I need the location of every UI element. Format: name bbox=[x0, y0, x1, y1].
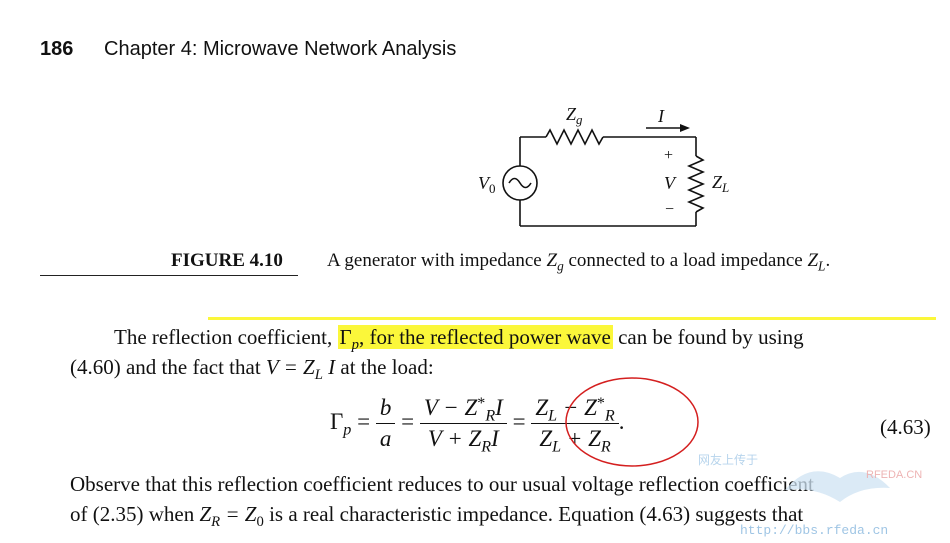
figure-label: FIGURE 4.10 bbox=[171, 250, 283, 271]
zg-label: Zg bbox=[566, 104, 583, 127]
svg-text:http://bbs.rfeda.cn: http://bbs.rfeda.cn bbox=[740, 523, 888, 538]
voltage-label: V bbox=[664, 173, 677, 193]
current-arrow-head bbox=[680, 124, 690, 132]
watermark-wing-icon bbox=[785, 471, 890, 502]
resistor-zl bbox=[686, 155, 706, 213]
plus-sign: + bbox=[664, 147, 673, 164]
fraction-b-over-a: b a bbox=[375, 395, 396, 452]
equation-number: (4.63) bbox=[880, 415, 931, 439]
fraction-impedance: ZL − Z*R ZL + ZR bbox=[531, 395, 619, 455]
paragraph1-line1: The reflection coefficient, Γp, for the … bbox=[114, 325, 804, 354]
paragraph2-line1: Observe that this reflection coefficient… bbox=[70, 472, 814, 496]
equation-4-63: Γp = b a = V − Z*RI V + ZRI = ZL − Z*R Z… bbox=[330, 394, 625, 456]
highlighted-phrase: Γp, for the reflected power wave bbox=[337, 325, 613, 354]
highlight-streak bbox=[208, 317, 936, 320]
watermark: 网友上传于 RFEDA.CN http://bbs.rfeda.cn bbox=[698, 452, 922, 538]
chapter-title: Chapter 4: Microwave Network Analysis bbox=[104, 38, 457, 60]
paragraph2-line2: of (2.35) when ZR = Z0 is a real charact… bbox=[70, 502, 804, 531]
fraction-voltage-current: V − Z*RI V + ZRI bbox=[419, 395, 507, 455]
paragraph1-line2: (4.60) and the fact that V = ZL I at the… bbox=[70, 355, 434, 384]
svg-text:网友上传于: 网友上传于 bbox=[698, 452, 758, 467]
current-label: I bbox=[657, 106, 665, 126]
voltage-source bbox=[502, 165, 538, 201]
minus-sign: − bbox=[665, 201, 674, 218]
source-wave bbox=[508, 177, 532, 189]
figure-rule bbox=[40, 275, 298, 276]
eq-lhs: Γp bbox=[330, 408, 352, 439]
resistor-zg bbox=[545, 128, 604, 146]
figure-caption: A generator with impedance Zg connected … bbox=[327, 250, 831, 274]
source-label: V0 bbox=[478, 173, 496, 196]
zl-label: ZL bbox=[712, 172, 729, 195]
annotation-circle bbox=[565, 377, 699, 467]
circuit-diagram: Zg I V0 + V − ZL bbox=[478, 104, 729, 227]
svg-text:RFEDA.CN: RFEDA.CN bbox=[866, 469, 922, 481]
page-number: 186 bbox=[40, 38, 74, 60]
